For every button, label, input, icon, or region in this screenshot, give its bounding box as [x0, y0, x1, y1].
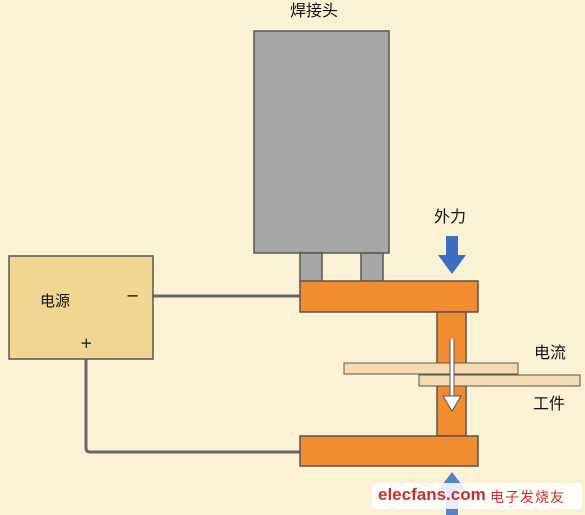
head-connector-left — [299, 252, 323, 284]
external-force-label: 外力 — [434, 207, 467, 226]
upper-electrode-arm — [299, 280, 479, 313]
negative-terminal-label: − — [126, 286, 140, 305]
current-arrow — [442, 339, 462, 412]
power-supply-label: 电源 — [40, 292, 71, 310]
welding-head — [253, 30, 390, 254]
positive-wire — [84, 357, 302, 454]
workpiece-lower-sheet — [418, 374, 581, 387]
positive-terminal-label: + — [80, 334, 93, 352]
workpiece-upper-sheet — [343, 362, 519, 375]
watermark-cn-text: 电子发烧友 — [490, 490, 565, 506]
watermark: elecfans.com 电子发烧友 — [372, 483, 582, 509]
lower-electrode-arm — [299, 435, 479, 467]
force-arrow-down — [438, 236, 466, 274]
watermark-brand: elecfans.com — [378, 485, 486, 504]
welding-head-label: 焊接头 — [290, 1, 339, 20]
head-connector-right — [360, 252, 384, 284]
power-supply-box — [8, 255, 154, 360]
workpiece-label: 工件 — [533, 394, 566, 413]
current-label: 电流 — [534, 343, 567, 362]
